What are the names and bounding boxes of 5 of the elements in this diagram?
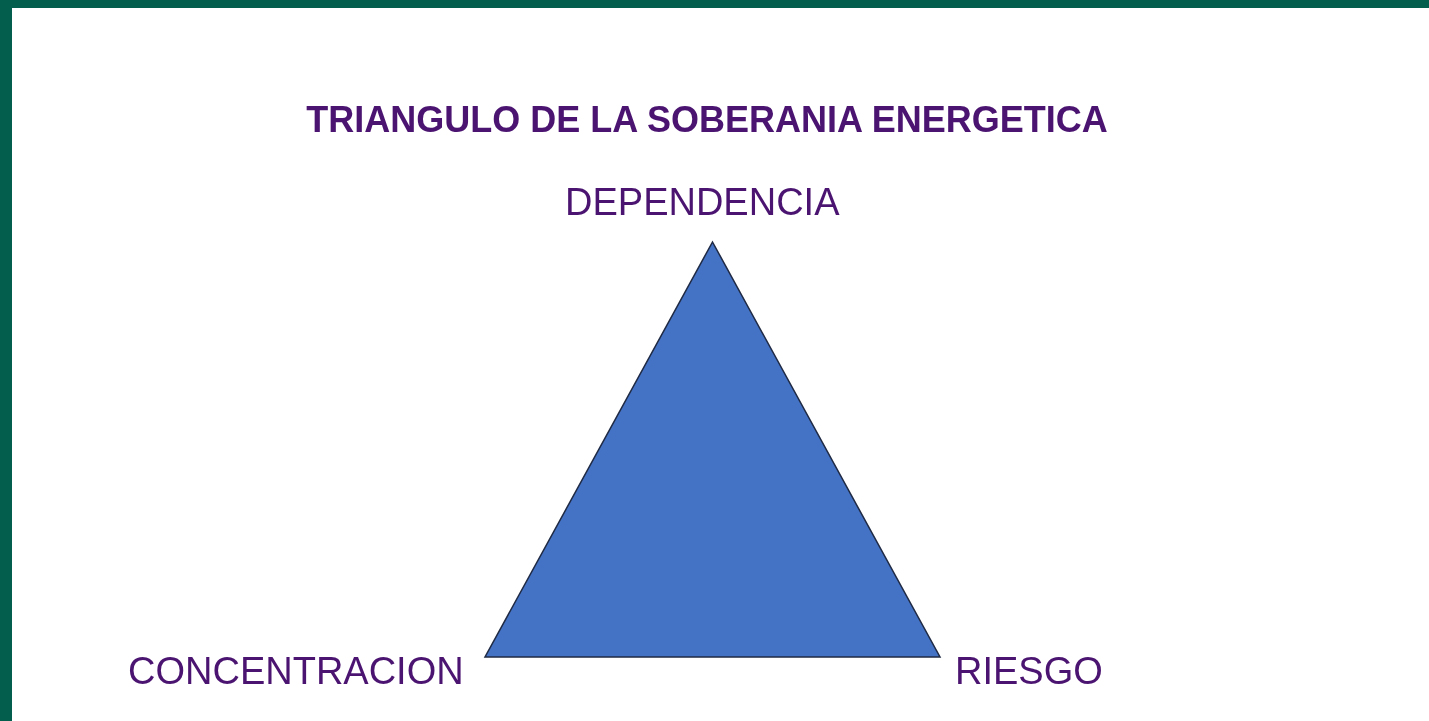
triangle-shape xyxy=(483,240,942,658)
vertex-label: DEPENDENCIA xyxy=(565,183,840,221)
diagram-title: TRIANGULO DE LA SOBERANIA ENERGETICA xyxy=(305,102,1109,138)
vertex-label: CONCENTRACION xyxy=(128,652,464,690)
vertex-label: RIESGO xyxy=(955,652,1103,690)
